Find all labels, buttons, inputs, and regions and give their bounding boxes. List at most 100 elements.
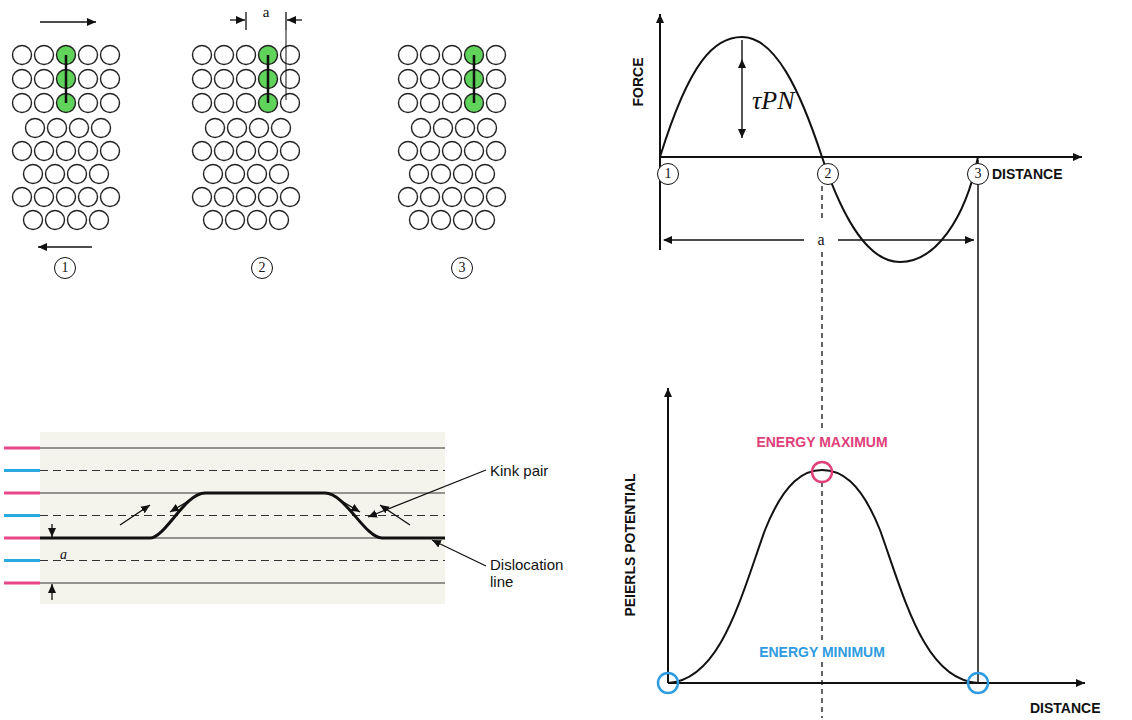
label: FORCE (630, 58, 646, 107)
atom (434, 119, 453, 138)
lattice-plane (40, 448, 445, 449)
atom (92, 119, 111, 138)
circled-number: 3 (451, 257, 473, 279)
lattice-plane (40, 583, 445, 584)
atom (465, 142, 484, 161)
atom (57, 188, 76, 207)
callout-number: 1 (665, 167, 672, 181)
atom (399, 46, 418, 65)
callout-number: 3 (975, 167, 982, 181)
atom (443, 70, 462, 89)
label: PEIERLS POTENTIAL (622, 473, 638, 616)
atom (421, 188, 440, 207)
atom (206, 119, 225, 138)
half-plane (65, 55, 68, 103)
atom (35, 188, 54, 207)
circled-number: 1 (657, 163, 679, 185)
atom (215, 188, 234, 207)
atom (281, 46, 300, 65)
plane-marker (4, 447, 40, 450)
atom (70, 119, 89, 138)
atom (399, 70, 418, 89)
atom (432, 165, 451, 184)
atom (79, 70, 98, 89)
label: Kink pair (490, 462, 548, 479)
atom (476, 165, 495, 184)
atom (270, 165, 289, 184)
callout-number: 3 (459, 261, 466, 275)
atom (399, 142, 418, 161)
plane-marker (4, 537, 40, 540)
atom (476, 211, 495, 230)
atom (281, 188, 300, 207)
atom (228, 119, 247, 138)
atom (48, 119, 67, 138)
circled-number: 1 (54, 257, 76, 279)
atom (410, 165, 429, 184)
atom (193, 46, 212, 65)
plane-marker (4, 469, 40, 472)
atom (412, 119, 431, 138)
atom (215, 94, 234, 113)
atom (421, 46, 440, 65)
plane-marker (4, 559, 40, 562)
label: DISTANCE (1030, 700, 1101, 716)
atom (272, 119, 291, 138)
atom (24, 165, 43, 184)
atom (101, 46, 120, 65)
atom (79, 94, 98, 113)
atom (487, 70, 506, 89)
circled-number: 3 (967, 163, 989, 185)
atom (24, 211, 43, 230)
atom (443, 188, 462, 207)
atom (193, 70, 212, 89)
atom (79, 142, 98, 161)
atom (215, 70, 234, 89)
atom (68, 165, 87, 184)
callout-number: 2 (825, 167, 832, 181)
lattice-plane (40, 515, 445, 516)
atom (259, 142, 278, 161)
atom (101, 94, 120, 113)
atom (250, 119, 269, 138)
atom (35, 70, 54, 89)
atom (68, 211, 87, 230)
atom (13, 70, 32, 89)
atom (193, 188, 212, 207)
lattice-plane (40, 560, 445, 561)
atom (26, 119, 45, 138)
atom (454, 211, 473, 230)
atom (46, 165, 65, 184)
atom (421, 94, 440, 113)
atom (237, 94, 256, 113)
atom (193, 94, 212, 113)
atom (259, 188, 278, 207)
atom (281, 142, 300, 161)
atom (443, 46, 462, 65)
atom (487, 188, 506, 207)
atom (454, 165, 473, 184)
atom (13, 142, 32, 161)
atom (248, 211, 267, 230)
atom (443, 94, 462, 113)
atom (79, 188, 98, 207)
label: a (263, 4, 270, 21)
atom (456, 119, 475, 138)
label: Dislocation line (490, 556, 570, 591)
atom (13, 188, 32, 207)
atom (237, 188, 256, 207)
atom (399, 94, 418, 113)
atom (443, 142, 462, 161)
atom (281, 94, 300, 113)
atom (101, 70, 120, 89)
atom (465, 188, 484, 207)
atom (421, 142, 440, 161)
atom (204, 211, 223, 230)
atom (204, 165, 223, 184)
atom (270, 211, 289, 230)
atom (478, 119, 497, 138)
atom (35, 94, 54, 113)
atom (226, 165, 245, 184)
